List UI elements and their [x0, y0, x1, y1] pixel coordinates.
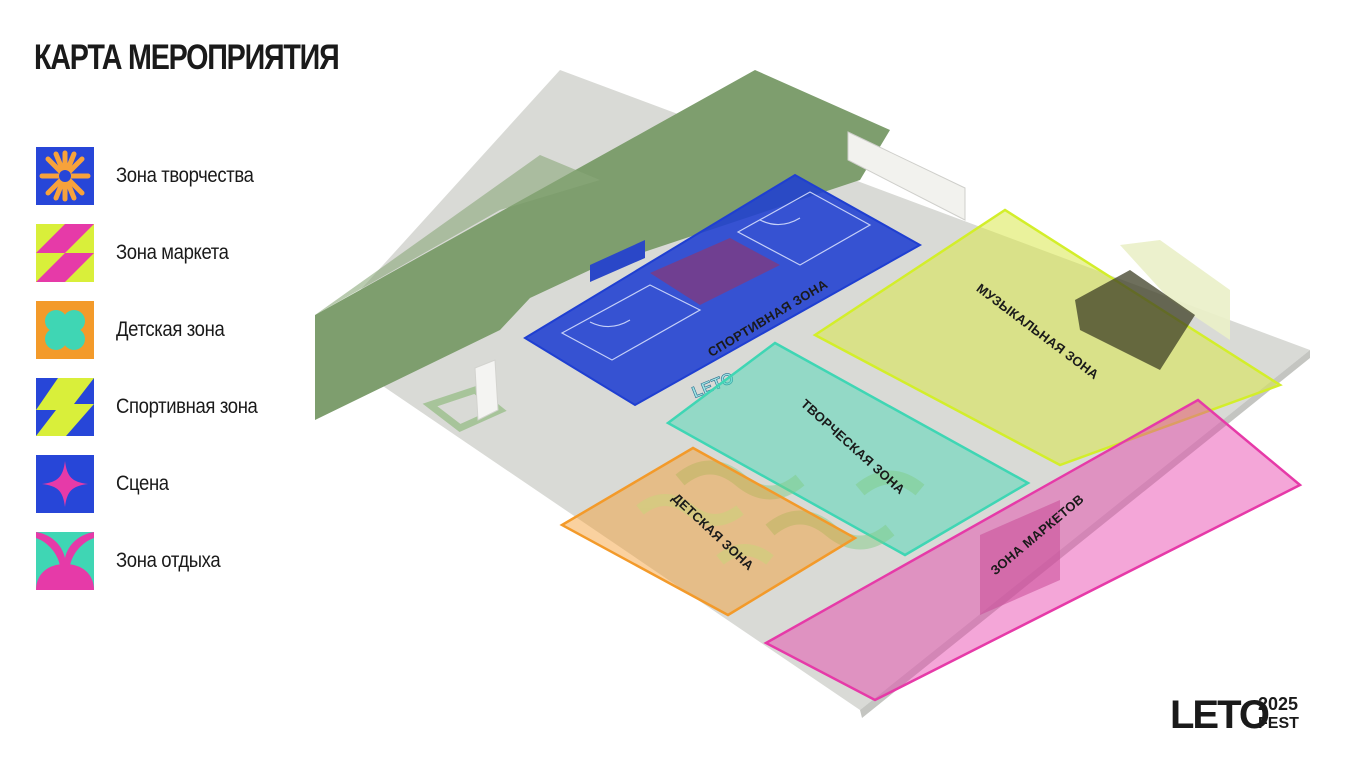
kiosk [474, 359, 499, 421]
decor-swirls [675, 460, 925, 550]
logo-year: 2025 [1258, 694, 1298, 714]
legend-item-sport: Спортивная зона [36, 378, 296, 436]
wall-panel [847, 131, 966, 221]
legend-label: Спортивная зона [116, 395, 258, 418]
legend-item-market: Зона маркета [36, 224, 296, 282]
market-stalls [980, 500, 1060, 615]
legend-label: Детская зона [116, 318, 225, 341]
stage [1075, 270, 1195, 370]
leto-fest-logo: LETO 2025 FEST [1170, 693, 1299, 736]
triangles-icon [36, 224, 94, 282]
bench-stand [590, 240, 645, 282]
legend-item-kids: Детская зона [36, 301, 296, 359]
kids-swirls [636, 494, 774, 565]
legend-item-rest: Зона отдыха [36, 532, 296, 590]
planter-frame [422, 386, 507, 433]
stage-tent [1120, 240, 1230, 340]
map-ground-edge [860, 350, 1310, 718]
creative-zone [665, 341, 1031, 557]
event-map: СПОРТИВНАЯ ЗОНА LETO МУЗЫКАЛЬНАЯ ЗОНА ТВ… [315, 70, 1310, 718]
logo-word: FEST [1258, 715, 1299, 732]
star-icon [36, 455, 94, 513]
court-lines [560, 191, 872, 361]
greenery-shade [315, 155, 600, 315]
leaf-icon [36, 532, 94, 590]
sport-court-center [650, 238, 780, 305]
logo-brand: LETO [1170, 693, 1269, 736]
legend-item-stage: Сцена [36, 455, 296, 513]
greenery-area [315, 70, 890, 420]
legend-label: Зона творчества [116, 164, 254, 187]
music-zone [812, 208, 1283, 467]
clover-icon [36, 301, 94, 359]
page-title: КАРТА МЕРОПРИЯТИЯ [34, 38, 340, 77]
legend-label: Зона маркета [116, 241, 229, 264]
lightning-icon [36, 378, 94, 436]
legend-label: Зона отдыха [116, 549, 221, 572]
legend-label: Сцена [116, 472, 169, 495]
legend-item-creative: Зона творчества [36, 147, 296, 205]
burst-icon [36, 147, 94, 205]
kids-zone [559, 446, 858, 617]
